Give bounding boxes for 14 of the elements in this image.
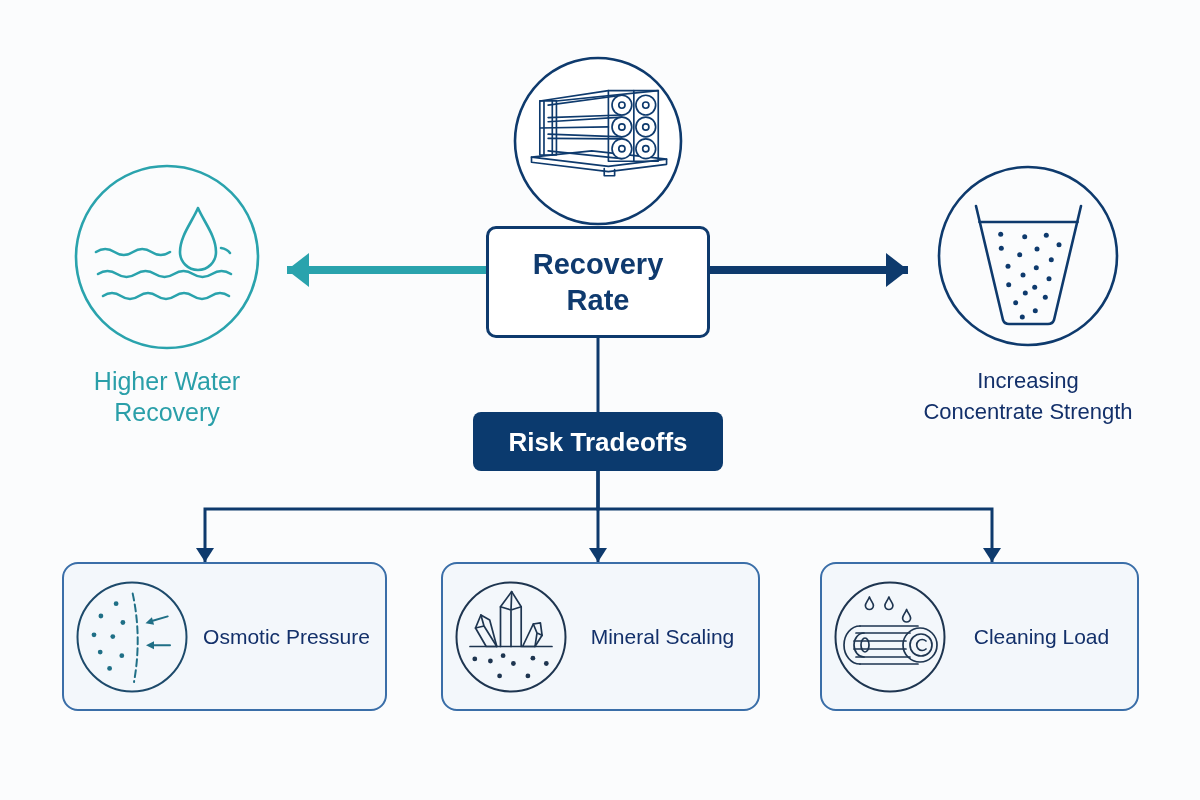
node-label: Recovery Rate xyxy=(531,247,665,318)
banner-label: Risk Tradeoffs xyxy=(508,425,688,458)
process-box xyxy=(486,226,710,338)
risk-card xyxy=(820,562,1139,711)
risk-card xyxy=(441,562,760,711)
category-banner xyxy=(473,412,723,471)
card-label: Mineral Scaling xyxy=(590,623,735,650)
arrow xyxy=(596,471,1001,562)
card-label: Osmotic Pressure xyxy=(203,623,370,650)
risk-card xyxy=(62,562,387,711)
node-label: Increasing Concentrate Strength xyxy=(922,367,1134,426)
connector-line xyxy=(596,338,600,412)
card-label: Cleaning Load xyxy=(973,623,1110,650)
node-label: Higher Water Recovery xyxy=(92,366,242,428)
